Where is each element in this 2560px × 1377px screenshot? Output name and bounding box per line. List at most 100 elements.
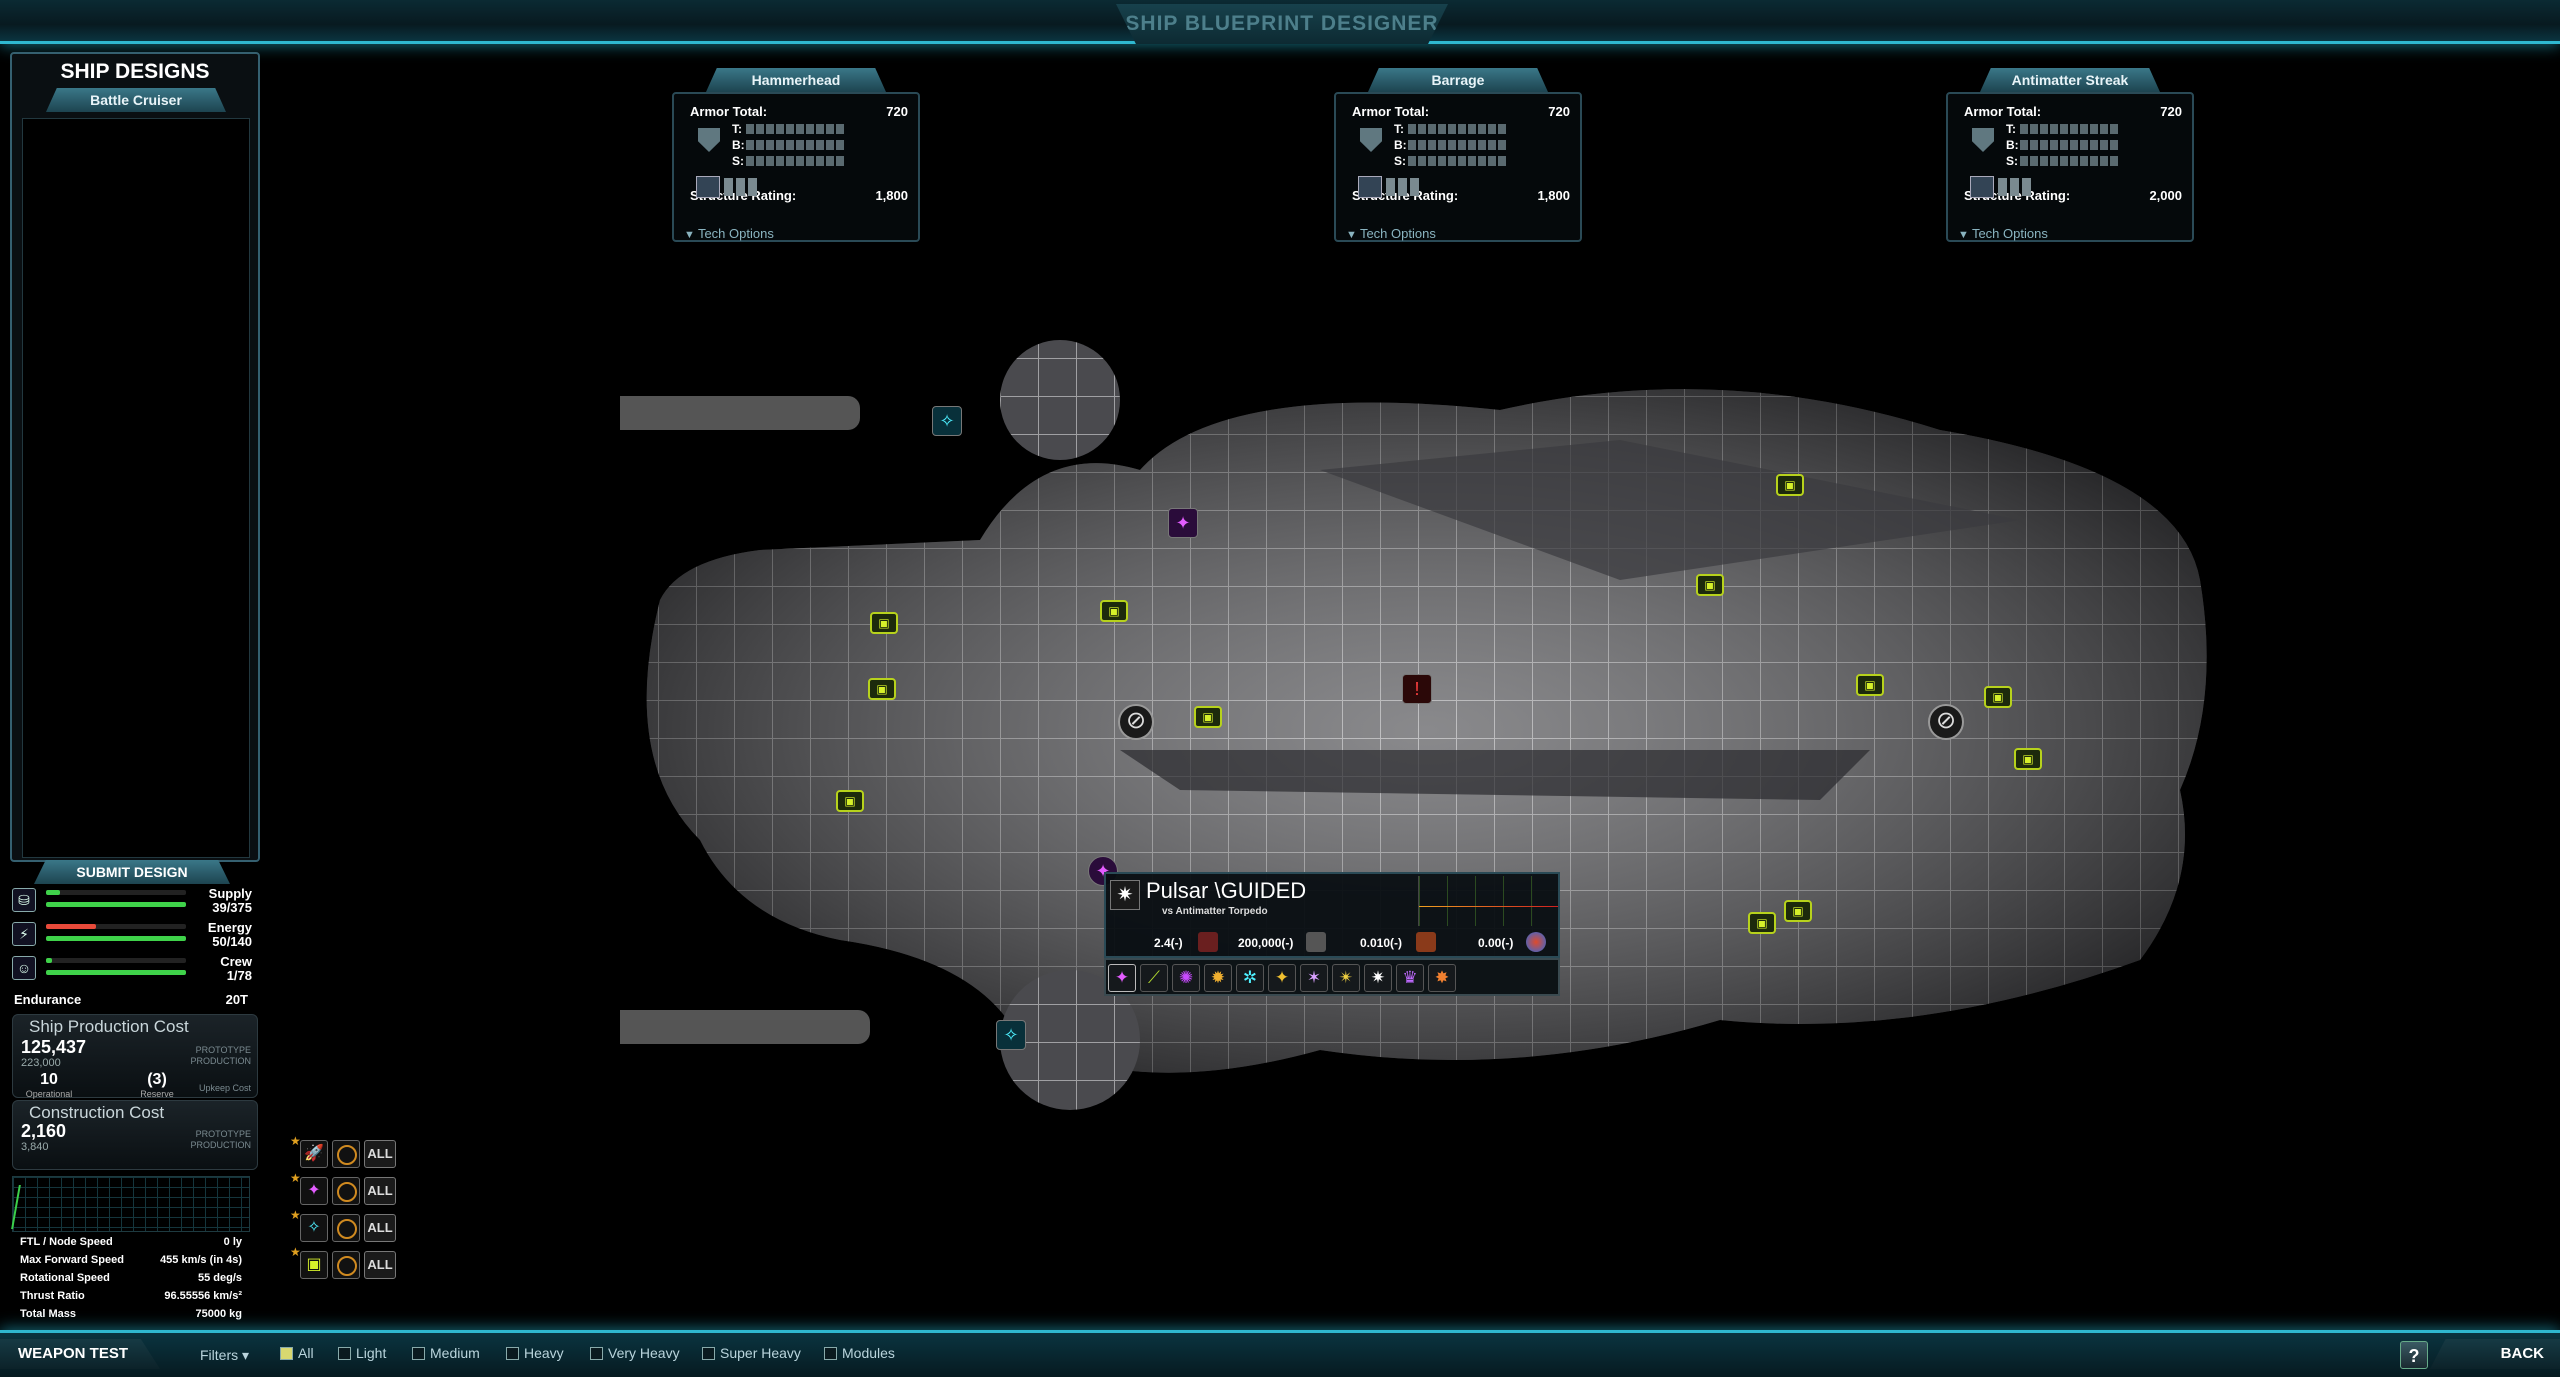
ship-class-tab[interactable]: Battle Cruiser [46,88,226,112]
filter-modules[interactable]: Modules [824,1345,895,1361]
module-hardpoint-icon[interactable]: ▣ [868,678,896,700]
checkbox-icon [590,1347,603,1360]
ring-toggle-icon[interactable] [332,1251,360,1279]
module-hardpoint-icon[interactable]: ▣ [1984,686,2012,708]
pulsar-hardpoint-icon[interactable]: ✦ [1168,508,1198,538]
module-hardpoint-icon[interactable]: ▣ [1696,574,1724,596]
all-button[interactable]: ALL [364,1251,396,1279]
filter-medium[interactable]: Medium [412,1345,480,1361]
all-button[interactable]: ALL [364,1214,396,1242]
weapon-option-shard-icon[interactable]: ✴ [1332,964,1360,992]
production-cost-sub: 223,000 [21,1057,61,1069]
armor-top-pips [1408,124,1506,134]
structure-pips [1998,178,2032,196]
operational-label: Operational [25,1089,73,1099]
section-tab-antimatter-streak[interactable]: Antimatter Streak [1980,68,2160,92]
module-hardpoint-icon[interactable]: ▣ [870,612,898,634]
checkbox-icon [702,1347,715,1360]
module-hardpoint-icon[interactable]: ▣ [1776,474,1804,496]
filter-super-heavy[interactable]: Super Heavy [702,1345,801,1361]
endurance-row: Endurance 20T [14,992,248,1007]
back-button[interactable]: BACK [2430,1339,2560,1369]
weapon-option-ion-icon[interactable]: ✲ [1236,964,1264,992]
filter-very-heavy[interactable]: Very Heavy [590,1345,680,1361]
module-hardpoint-icon[interactable]: ▣ [836,790,864,812]
damage-icon [1198,932,1218,952]
help-button[interactable]: ? [2400,1341,2428,1369]
module-hardpoint-icon[interactable]: ▣ [1194,706,1222,728]
tech-options-toggle[interactable]: Tech Options [1958,226,2048,241]
filters-dropdown[interactable]: Filters ▾ [200,1347,250,1363]
weapon-row-torpedo: ★ 🚀 ALL [290,1134,400,1170]
weapon-option-pulsar-icon[interactable]: ✦ [1108,964,1136,992]
blocked-slot-icon[interactable]: ⊘ [1118,704,1154,740]
tech-options-toggle[interactable]: Tech Options [1346,226,1436,241]
production-cost-value: 125,437 [21,1037,87,1057]
ring-toggle-icon[interactable] [332,1140,360,1168]
energy-value: 50/140 [212,934,252,949]
weapon-test-button[interactable]: WEAPON TEST [0,1339,160,1369]
module-hardpoint-icon[interactable]: ▣ [1100,600,1128,622]
ring-toggle-icon[interactable] [332,1214,360,1242]
endurance-label: Endurance [14,992,82,1007]
module-hardpoint-icon[interactable]: ▣ [2014,748,2042,770]
designs-list[interactable] [22,118,250,858]
submit-design-button[interactable]: SUBMIT DESIGN [34,860,230,884]
beam-hardpoint-icon[interactable]: ✧ [932,406,962,436]
torpedo-red-icon[interactable]: 🚀 [300,1140,328,1168]
thrust-graph [12,1176,250,1232]
energy-row: ⚡ Energy 50/140 [12,920,252,950]
weapon-option-plasma-icon[interactable]: ✺ [1172,964,1200,992]
armor-shield-icon [1360,128,1382,152]
weapon-row-module: ★ ▣ ALL [290,1245,400,1281]
energy-bar-fill [46,924,97,929]
crew-bar-track [46,958,186,963]
blocked-slot-icon[interactable]: ⊘ [1928,704,1964,740]
weapon-name: Pulsar \GUIDED [1146,878,1307,903]
ring-toggle-icon[interactable] [332,1177,360,1205]
filter-heavy[interactable]: Heavy [506,1345,564,1361]
tech-options-toggle[interactable]: Tech Options [684,226,774,241]
weapon-row-beam: ★ ✧ ALL [290,1208,400,1244]
all-button[interactable]: ALL [364,1140,396,1168]
beam-hardpoint-icon[interactable]: ✧ [996,1020,1026,1050]
filter-light[interactable]: Light [338,1345,386,1361]
cyan-beam-icon[interactable]: ✧ [300,1214,328,1242]
structure-pips [1386,178,1420,196]
weapon-option-crown-icon[interactable]: ♛ [1396,964,1424,992]
weapon-option-missile-icon[interactable]: ⟋ [1140,964,1168,992]
armor-shield-icon [698,128,720,152]
weapon-option-wings-icon[interactable]: ✶ [1300,964,1328,992]
crew-icon: ☺ [12,956,36,980]
armor-side-label: S: [2006,154,2018,168]
weapon-option-burst-icon[interactable]: ✷ [1364,964,1392,992]
weapon-option-flame-icon[interactable]: ✸ [1428,964,1456,992]
armor-total-value: 720 [2160,104,2182,119]
armor-top-label: T: [732,122,742,136]
module-green-icon[interactable]: ▣ [300,1251,328,1279]
torpedo-hardpoint-icon[interactable]: ! [1402,674,1432,704]
module-hardpoint-icon[interactable]: ▣ [1784,900,1812,922]
all-button[interactable]: ALL [364,1177,396,1205]
pulsar-purple-icon[interactable]: ✦ [300,1177,328,1205]
structure-rating-value: 2,000 [2149,188,2182,203]
supply-label: Supply [208,886,252,901]
ammo-icon [1306,932,1326,952]
weapon-option-flare-icon[interactable]: ✹ [1204,964,1232,992]
section-tab-barrage[interactable]: Barrage [1368,68,1548,92]
crew-bar-base [46,970,186,975]
energy-bar-track [46,924,186,929]
reserve-label: Reserve [140,1089,174,1099]
weapon-option-bolt-icon[interactable]: ✦ [1268,964,1296,992]
star-icon: ★ [290,1134,301,1148]
module-hardpoint-icon[interactable]: ▣ [1856,674,1884,696]
module-hardpoint-icon[interactable]: ▣ [1748,912,1776,934]
ship-hull [620,340,2207,1110]
armor-side-pips [1408,156,1506,166]
armor-total-label: Armor Total: [690,104,768,119]
section-tab-hammerhead[interactable]: Hammerhead [706,68,886,92]
filter-all[interactable]: All [280,1345,314,1361]
ship-blueprint[interactable] [620,320,2220,1140]
